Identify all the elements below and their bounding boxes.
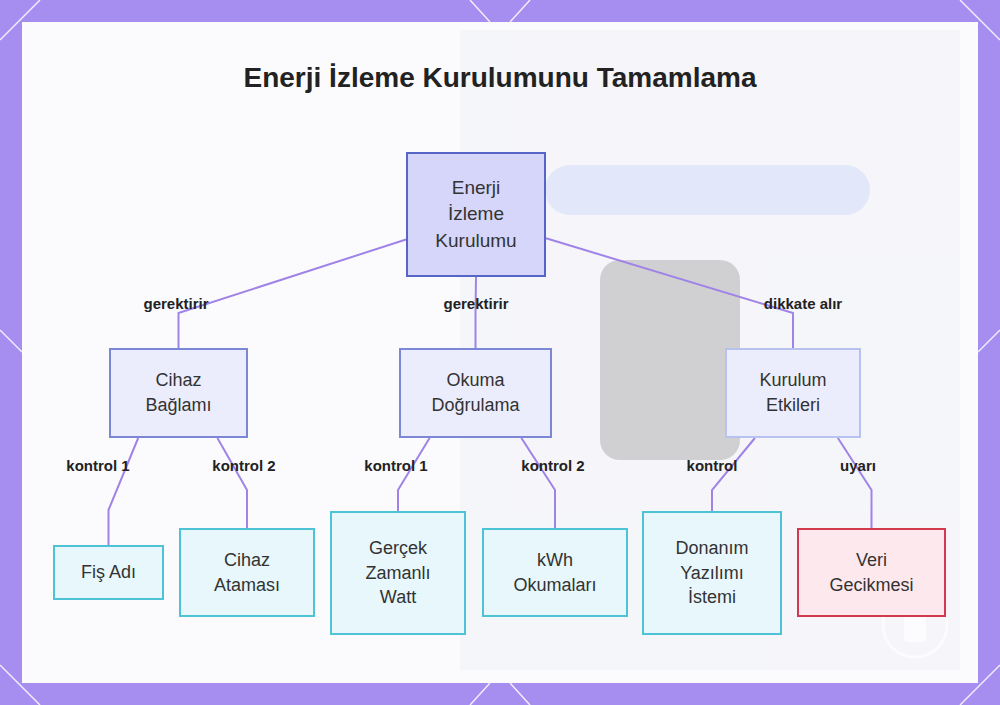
connector-line bbox=[109, 438, 139, 545]
node-text: kWh Okumaları bbox=[507, 548, 603, 598]
connector-line bbox=[838, 438, 872, 528]
node-text: Fiş Adı bbox=[81, 560, 136, 585]
process-box: Fiş Adı bbox=[53, 545, 164, 600]
edge-label: uyarı bbox=[838, 457, 878, 474]
node-text: Kurulum Etkileri bbox=[745, 368, 841, 418]
connector-line bbox=[475, 277, 477, 348]
node-text: Okuma Doğrulama bbox=[427, 368, 524, 418]
process-box: Okuma Doğrulama bbox=[399, 348, 552, 438]
node-text: Gerçek Zamanlı Watt bbox=[350, 536, 446, 610]
process-box: kWh Okumaları bbox=[482, 528, 628, 617]
edge-label: kontrol 2 bbox=[210, 457, 277, 474]
edge-label: dikkate alır bbox=[762, 295, 844, 312]
node-text: Donanım Yazılımı İstemi bbox=[664, 536, 760, 610]
edge-label: kontrol bbox=[685, 457, 740, 474]
node-text: Cihaz Bağlamı bbox=[130, 368, 227, 418]
node-text: Enerji İzleme Kurulumu bbox=[428, 175, 524, 254]
connector-line bbox=[521, 438, 555, 528]
edge-label: gerektirir bbox=[141, 295, 210, 312]
process-box: Veri Gecikmesi bbox=[797, 528, 946, 617]
connector-line bbox=[712, 438, 755, 511]
node-text: Veri Gecikmesi bbox=[823, 548, 920, 598]
process-box: Kurulum Etkileri bbox=[725, 348, 861, 438]
process-box: Cihaz Bağlamı bbox=[109, 348, 248, 438]
edge-label: gerektirir bbox=[441, 295, 510, 312]
process-box: Cihaz Ataması bbox=[179, 528, 315, 617]
connector-line bbox=[546, 238, 793, 348]
edge-label: kontrol 2 bbox=[519, 457, 586, 474]
connector-line bbox=[179, 240, 407, 349]
process-box: Donanım Yazılımı İstemi bbox=[642, 511, 782, 635]
edge-label: kontrol 1 bbox=[362, 457, 429, 474]
process-box: Gerçek Zamanlı Watt bbox=[330, 511, 466, 635]
node-text: Cihaz Ataması bbox=[199, 548, 295, 598]
connector-line bbox=[398, 438, 430, 511]
edge-label: kontrol 1 bbox=[64, 457, 131, 474]
connector-line bbox=[217, 438, 247, 528]
diagram-title: Enerji İzleme Kurulumunu Tamamlama bbox=[0, 62, 1000, 94]
process-box: Enerji İzleme Kurulumu bbox=[406, 152, 546, 277]
